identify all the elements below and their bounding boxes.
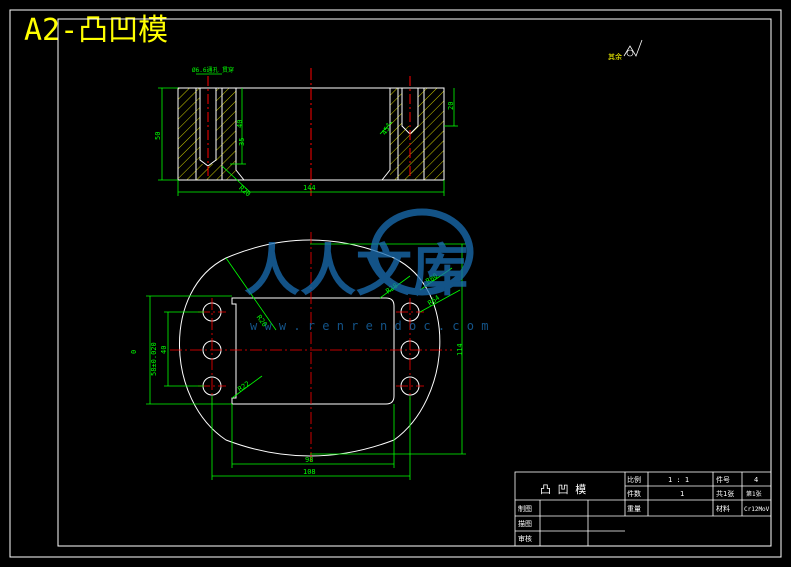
- dim-40: 40: [236, 120, 244, 128]
- qty-value: 1: [680, 490, 684, 498]
- part-name: 凸 凹 模: [540, 483, 586, 496]
- material-value: Cr12MoV: [744, 506, 770, 513]
- dim-50: 50: [154, 132, 162, 140]
- drawing-no-label: 件号: [716, 475, 730, 484]
- scale-value: 1 : 1: [668, 476, 689, 484]
- drawing-no-value: 4: [754, 476, 758, 484]
- dim-cavity-58: 58±0.020: [150, 342, 158, 376]
- weight-label: 重量: [627, 505, 641, 513]
- outer-border: [9, 9, 782, 558]
- section-dimensions: [158, 73, 458, 196]
- drafted-label: 描图: [518, 519, 532, 528]
- title-block-text: 凸 凹 模 比例 1 : 1 件号 4 件数 1 共1张 第1张 重量 材料 C…: [518, 475, 770, 543]
- dim-114: 114: [456, 343, 464, 356]
- dim-r20-top: R20: [237, 184, 252, 198]
- material-label: 材料: [716, 504, 730, 513]
- dim-98: 98: [305, 456, 313, 464]
- drawn-label: 制图: [518, 504, 532, 513]
- sheets-label: 共1张: [716, 489, 734, 498]
- inner-border: [57, 18, 772, 547]
- surface-note: 其余: [608, 52, 622, 61]
- dim-hole-spec: Ø6.6通孔 贯穿: [192, 66, 234, 74]
- qty-label: 件数: [627, 489, 641, 498]
- dim-40-plan: 40: [160, 346, 168, 354]
- checked-label: 审核: [518, 534, 532, 543]
- dim-20: 20: [447, 102, 455, 110]
- dim-144: 144: [303, 184, 316, 192]
- watermark-url: w w w . r e n r e n d o c . c o m: [250, 319, 488, 333]
- section-view: [177, 68, 445, 196]
- watermark-text: 人人文库: [244, 239, 468, 304]
- scale-label: 比例: [627, 475, 641, 484]
- sheet-no: 第1张: [746, 490, 762, 498]
- watermark-logo: [370, 208, 474, 296]
- watermark: 人人文库 w w w . r e n r e n d o c . c o m: [244, 208, 488, 333]
- dim-r22: R22: [236, 380, 251, 394]
- dim-cavity-prefix: 0: [130, 350, 138, 354]
- surface-finish: 其余: [608, 39, 643, 61]
- title-block: [514, 471, 772, 547]
- dim-35: 35: [238, 138, 246, 146]
- dim-108: 108: [303, 468, 316, 476]
